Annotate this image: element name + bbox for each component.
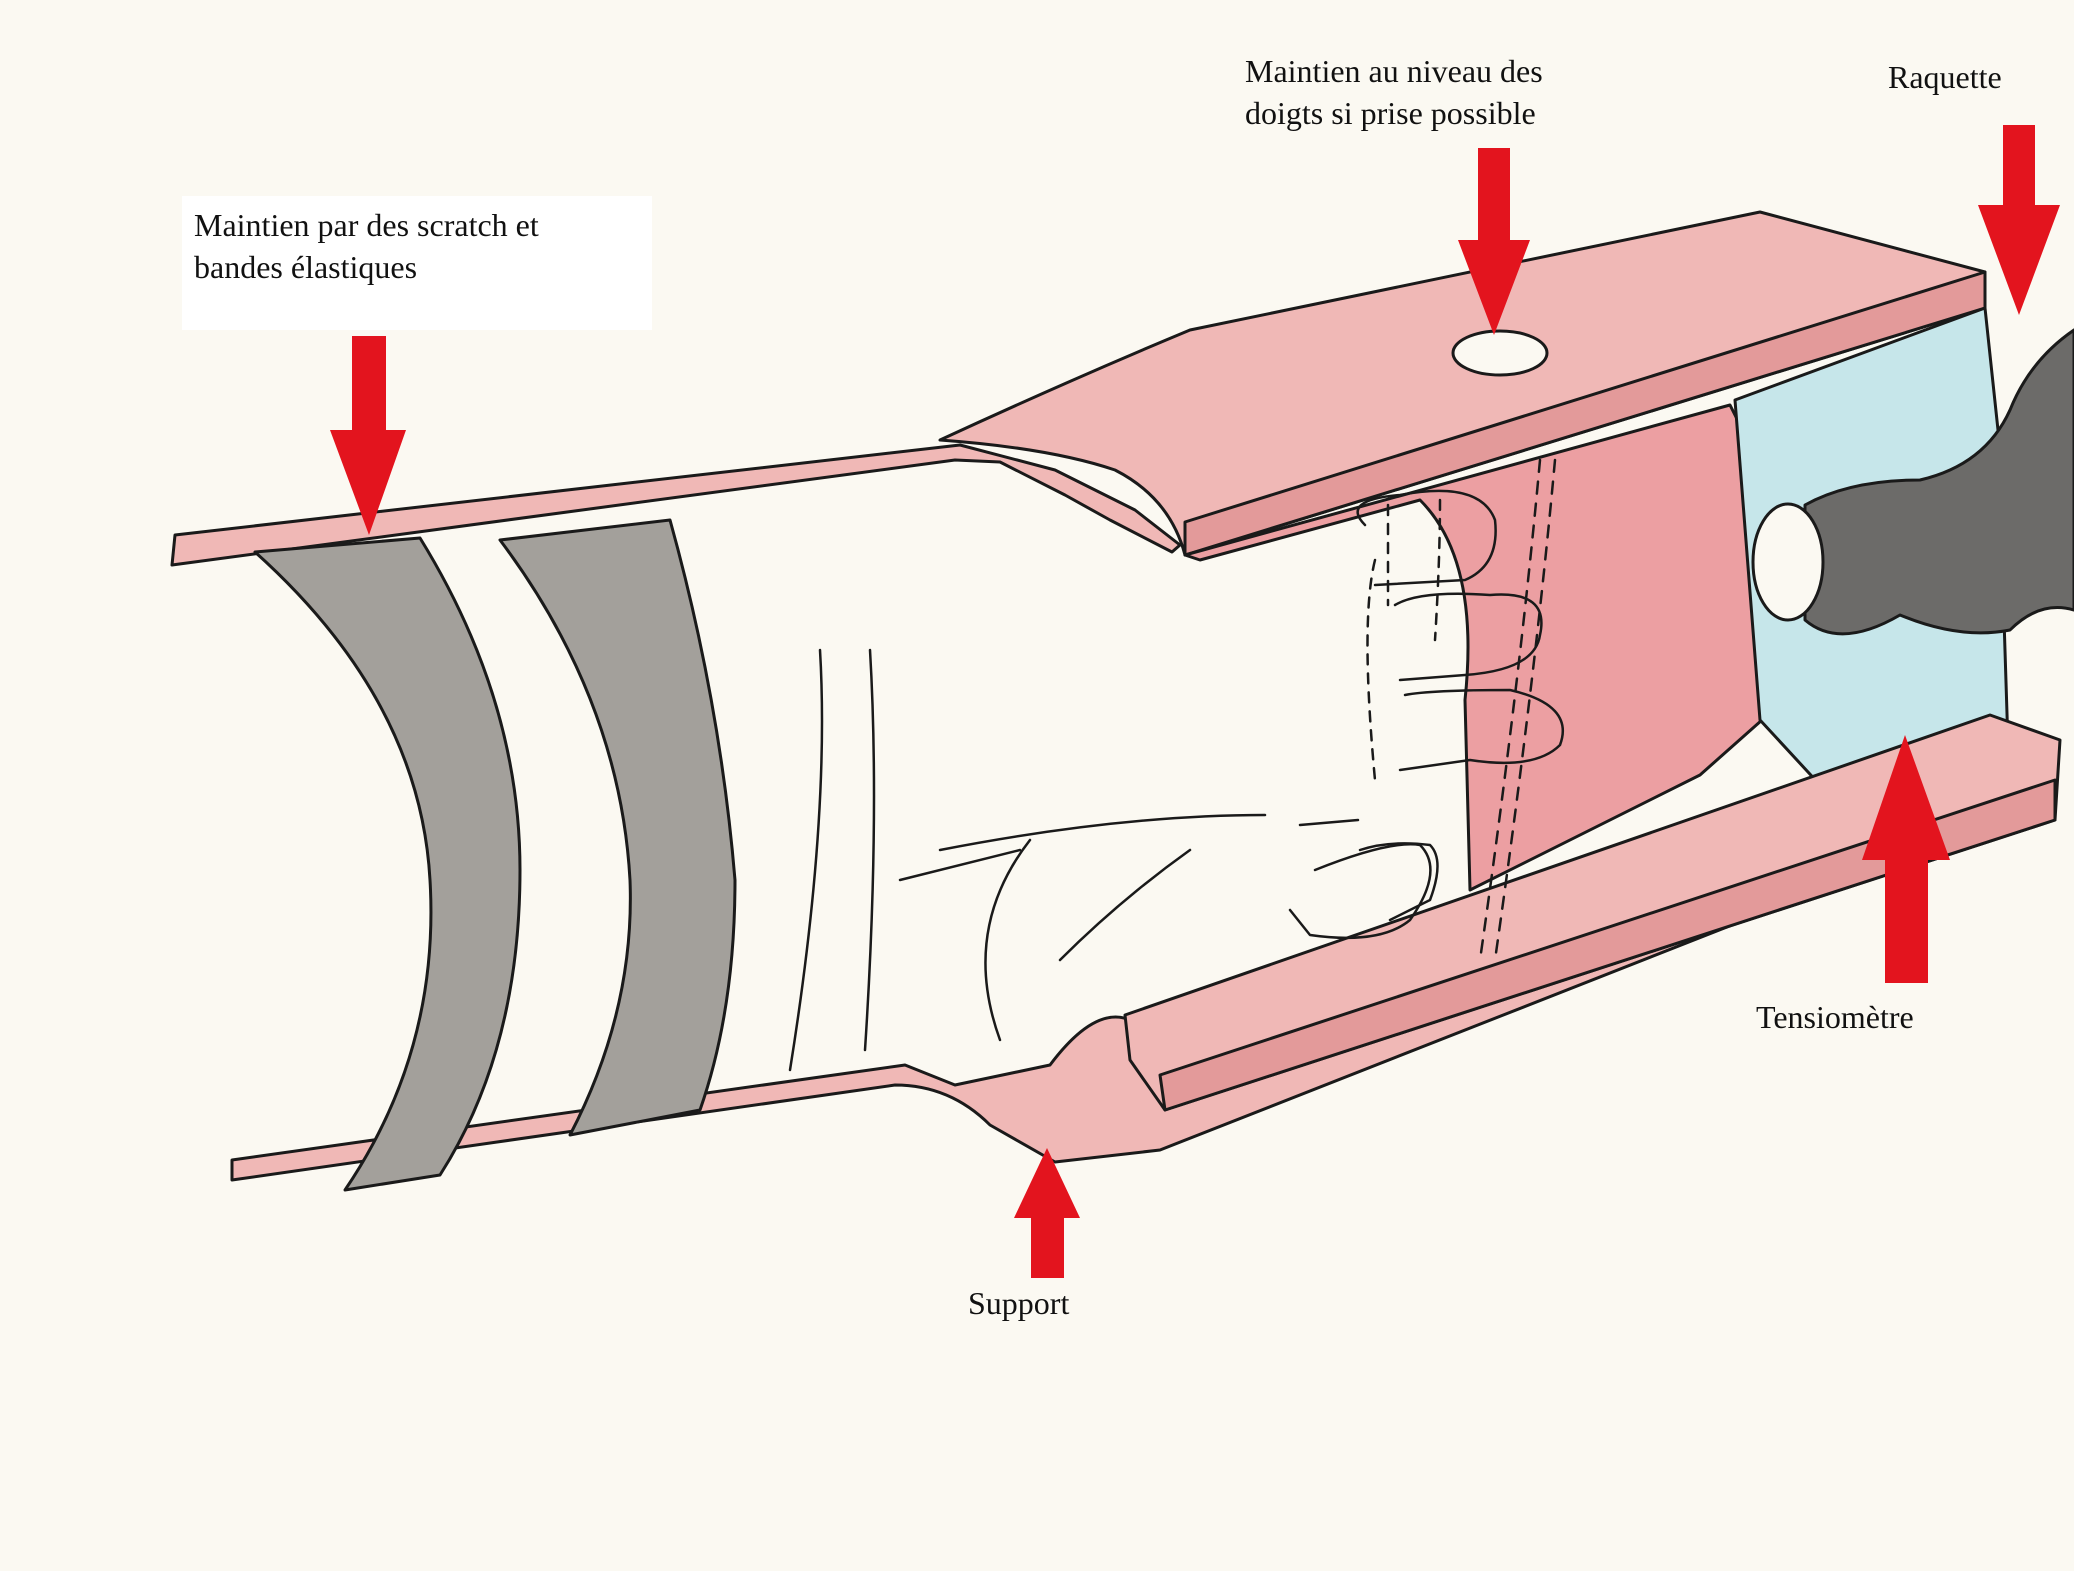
- strap-1: [253, 536, 522, 1192]
- label-straps: Maintien par des scratch et bandes élast…: [182, 196, 652, 330]
- arrow-down-icon: [330, 336, 406, 535]
- arrow-down-icon: [1458, 148, 1530, 335]
- label-support: Support: [968, 1285, 1070, 1321]
- racket-handle-end: [1751, 502, 1825, 622]
- splint-lower-plate-front: [1158, 778, 2057, 1112]
- arrow-up-icon: [1014, 1148, 1080, 1278]
- arrow-down-icon: [1978, 125, 2060, 315]
- label-tensiometer: Tensiomètre: [1756, 999, 1914, 1035]
- splint-top-rim: [170, 443, 1182, 567]
- splint-upper-plate: [938, 210, 1987, 557]
- hand-outline: [788, 458, 1565, 1072]
- strap-2: [498, 518, 737, 1137]
- arrow-up-icon: [1862, 735, 1950, 983]
- finger-hole: [1451, 329, 1549, 377]
- arrows: [330, 125, 2060, 1278]
- label-finger-hold: Maintien au niveau des doigts si prise p…: [1245, 53, 1543, 131]
- label-racket: Raquette: [1888, 59, 2002, 95]
- splint-palm-surface: [1183, 403, 1764, 892]
